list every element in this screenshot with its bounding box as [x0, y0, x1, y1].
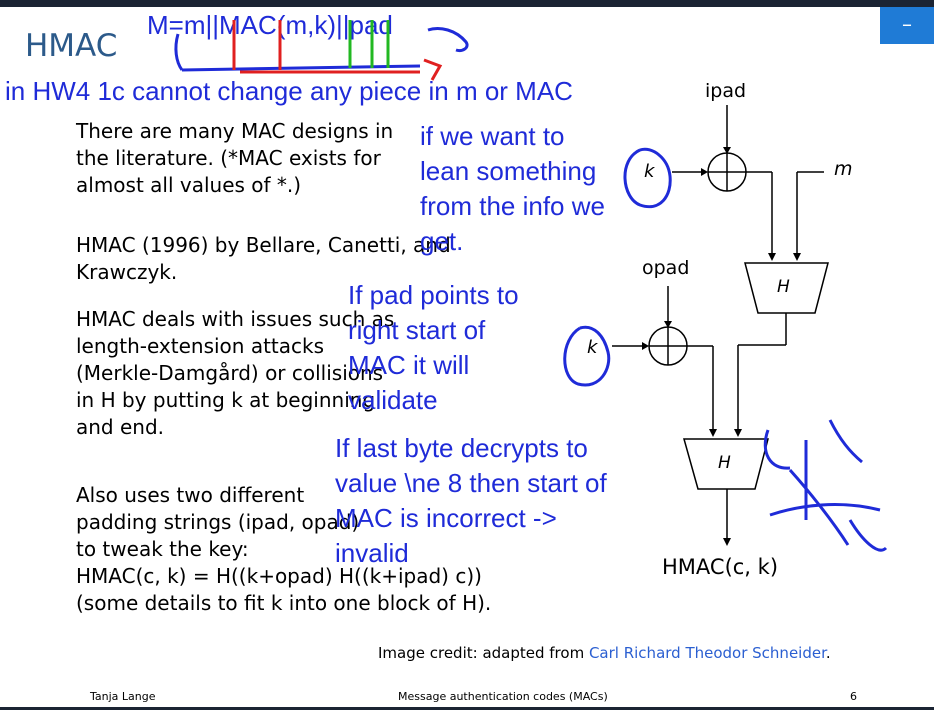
handwritten-red-marks: [232, 20, 443, 81]
handwritten-note-last-byte: If last byte decrypts to value \ne 8 the…: [335, 431, 607, 571]
hmac-output-label: HMAC(c, k): [662, 555, 779, 579]
credit-prefix: Image credit: adapted from: [378, 644, 589, 662]
padding-line-3: to tweak the key:: [76, 537, 249, 561]
image-credit: Image credit: adapted from Carl Richard …: [378, 644, 831, 662]
handwritten-hw-note: in HW4 1c cannot change any piece in m o…: [5, 76, 573, 106]
note-byte-line-1: If last byte decrypts to: [335, 433, 588, 463]
minimize-button[interactable]: –: [880, 7, 934, 44]
note-byte-line-4: invalid: [335, 538, 409, 568]
bottom-bar: [0, 707, 934, 710]
handwritten-green-marks: [348, 20, 390, 68]
ipad-label: ipad: [705, 80, 747, 102]
footer-title: Message authentication codes (MACs): [398, 690, 608, 703]
handwritten-note-pad: If pad points to right start of MAC it w…: [348, 278, 519, 418]
handwritten-brackets: [174, 27, 469, 72]
body-paragraph-hmac-issues: HMAC deals with issues such as length-ex…: [76, 307, 395, 439]
slide-title: HMAC: [25, 28, 118, 64]
key-label-bottom: k: [587, 337, 598, 358]
note-byte-line-3: MAC is incorrect ->: [335, 503, 557, 533]
key-label-top: k: [644, 161, 655, 182]
padding-line-5: (some details to fit k into one block of…: [76, 591, 492, 615]
padding-line-2: padding strings (ipad, opad): [76, 510, 360, 534]
hmac-formula: HMAC(c, k) = H((k+opad) H((k+ipad) c)): [76, 564, 482, 588]
footer-author: Tanja Lange: [90, 690, 156, 703]
hash-label-bottom: H: [718, 453, 731, 473]
handwritten-circles: [563, 147, 888, 552]
body-paragraph-mac-designs: There are many MAC designs in the litera…: [76, 119, 394, 197]
note-learn-line-3: from the info we: [420, 191, 605, 221]
body-paragraph-hmac-authors: HMAC (1996) by Bellare, Canetti, and Kra…: [76, 233, 451, 284]
note-pad-line-2: right start of: [348, 315, 486, 345]
note-pad-line-3: MAC it will: [348, 350, 470, 380]
note-pad-line-1: If pad points to: [348, 280, 519, 310]
body-paragraph-padding: Also uses two different padding strings …: [76, 482, 596, 617]
hash-label-top: H: [777, 277, 790, 297]
handwritten-formula: M=m||MAC(m,k)||pad: [147, 10, 393, 40]
note-learn-line-1: if we want to: [420, 121, 565, 151]
credit-suffix: .: [825, 644, 831, 662]
note-byte-line-2: value \ne 8 then start of: [335, 468, 607, 498]
handwritten-note-learn: if we want to lean something from the in…: [420, 119, 605, 259]
opad-label: opad: [642, 257, 690, 279]
credit-link[interactable]: Carl Richard Theodor Schneider: [588, 644, 826, 662]
padding-line-1: Also uses two different: [76, 483, 305, 507]
footer-page-number: 6: [850, 690, 857, 703]
diagram-arrowheads: [642, 147, 801, 546]
note-learn-line-4: get.: [420, 226, 464, 256]
note-pad-line-4: validate: [348, 385, 438, 415]
message-label: m: [834, 158, 853, 180]
top-bar: [0, 0, 934, 7]
note-learn-line-2: lean something: [420, 156, 597, 186]
